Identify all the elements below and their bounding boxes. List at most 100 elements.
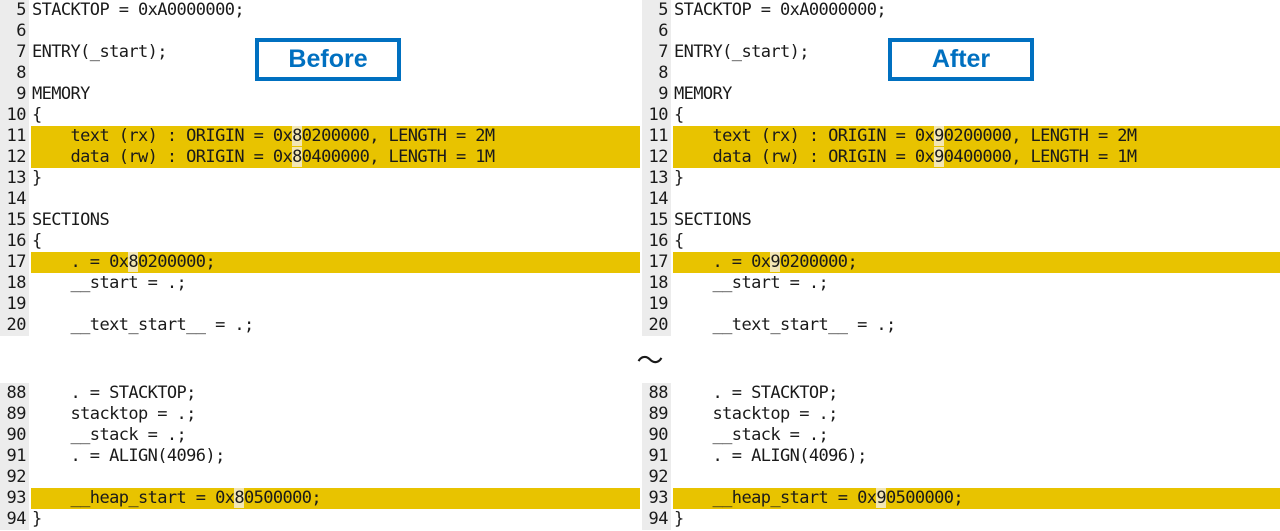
line-number: 90: [0, 425, 29, 446]
gutter-spacer: [29, 105, 31, 126]
code-line-text: [31, 467, 640, 488]
gutter-spacer: [671, 252, 673, 273]
line-number: 14: [642, 189, 671, 210]
code-line-text: __text_start__ = .;: [32, 315, 255, 335]
gutter-spacer: [29, 21, 31, 42]
code-line: 18 __start = .;: [0, 273, 640, 294]
code-line-text: [673, 189, 1280, 210]
code-line: 11 text (rx) : ORIGIN = 0x80200000, LENG…: [0, 126, 640, 147]
code-line-text: }: [674, 509, 684, 529]
code-line: 91 . = ALIGN(4096);: [0, 446, 640, 467]
gutter-spacer: [671, 446, 673, 467]
gutter-spacer: [29, 404, 31, 425]
gutter-spacer: [671, 168, 673, 189]
before-code-panel-bottom: 88 . = STACKTOP;89 stacktop = .;90 __sta…: [0, 383, 640, 531]
code-lines-after-bottom: 88 . = STACKTOP;89 stacktop = .;90 __sta…: [642, 383, 1280, 530]
code-line-text: MEMORY: [32, 84, 90, 104]
line-number: 94: [642, 509, 671, 530]
code-line-text: . = STACKTOP;: [674, 383, 839, 403]
code-line-text: [673, 294, 1280, 315]
after-label-box: After: [888, 38, 1034, 81]
gutter-spacer: [671, 467, 673, 488]
code-line-text: __stack = .;: [32, 425, 187, 445]
code-line: 14: [642, 189, 1280, 210]
code-line: 89 stacktop = .;: [0, 404, 640, 425]
line-number: 8: [642, 63, 671, 84]
code-line: 94}: [0, 509, 640, 530]
before-label-box: Before: [255, 38, 401, 81]
gutter-spacer: [671, 273, 673, 294]
code-line: 20 __text_start__ = .;: [642, 315, 1280, 336]
gutter-spacer: [29, 467, 31, 488]
line-number: 88: [642, 383, 671, 404]
code-line-text: SECTIONS: [674, 210, 752, 230]
gutter-spacer: [671, 147, 673, 168]
line-number: 92: [642, 467, 671, 488]
gutter-spacer: [671, 0, 673, 21]
code-line: 90 __stack = .;: [642, 425, 1280, 446]
gutter-spacer: [671, 425, 673, 446]
line-number: 6: [0, 21, 29, 42]
line-number: 17: [642, 252, 671, 273]
code-line: 17 . = 0x80200000;: [0, 252, 640, 273]
gutter-spacer: [29, 168, 31, 189]
code-line: 10{: [642, 105, 1280, 126]
gutter-spacer: [671, 21, 673, 42]
code-line: 12 data (rw) : ORIGIN = 0x80400000, LENG…: [0, 147, 640, 168]
gutter-spacer: [671, 294, 673, 315]
line-number: 12: [0, 147, 29, 168]
code-line-text: STACKTOP = 0xA0000000;: [32, 0, 245, 20]
line-number: 5: [0, 0, 29, 21]
after-code-panel-bottom: 88 . = STACKTOP;89 stacktop = .;90 __sta…: [642, 383, 1280, 531]
line-number: 6: [642, 21, 671, 42]
code-line: 8: [642, 63, 1280, 84]
after-label-text: After: [931, 45, 991, 73]
changed-digit: 8: [292, 126, 302, 146]
code-line: 11 text (rx) : ORIGIN = 0x90200000, LENG…: [642, 126, 1280, 147]
line-number: 18: [642, 273, 671, 294]
gutter-spacer: [671, 404, 673, 425]
code-line: 93 __heap_start = 0x90500000;: [642, 488, 1280, 509]
line-number: 7: [642, 42, 671, 63]
gutter-spacer: [671, 63, 673, 84]
code-line-text: __stack = .;: [674, 425, 829, 445]
gutter-spacer: [29, 315, 31, 336]
code-line-text: MEMORY: [674, 84, 732, 104]
line-number: 12: [642, 147, 671, 168]
code-line-text: {: [32, 105, 42, 125]
before-label-text: Before: [288, 45, 368, 73]
code-line-text: text (rx) : ORIGIN = 0x80200000, LENGTH …: [31, 126, 640, 147]
changed-digit: 9: [934, 126, 944, 146]
line-number: 94: [0, 509, 29, 530]
gutter-spacer: [671, 509, 673, 530]
code-line: 88 . = STACKTOP;: [642, 383, 1280, 404]
changed-digit: 8: [292, 147, 302, 167]
gutter-spacer: [29, 42, 31, 63]
line-number: 93: [642, 488, 671, 509]
gutter-spacer: [671, 84, 673, 105]
gutter-spacer: [29, 63, 31, 84]
code-line-text: [31, 294, 640, 315]
changed-digit: 8: [234, 488, 245, 508]
code-line-text: }: [32, 509, 42, 529]
code-line-text: }: [32, 168, 42, 188]
line-number: 15: [0, 210, 29, 231]
code-line-text: STACKTOP = 0xA0000000;: [674, 0, 887, 20]
code-line-text: stacktop = .;: [674, 404, 839, 424]
line-number: 93: [0, 488, 29, 509]
code-line-text: {: [32, 231, 42, 251]
code-line-text: . = STACKTOP;: [32, 383, 197, 403]
gutter-spacer: [29, 84, 31, 105]
code-line-text: __start = .;: [674, 273, 829, 293]
gutter-spacer: [671, 105, 673, 126]
line-number: 91: [642, 446, 671, 467]
gutter-spacer: [29, 273, 31, 294]
code-line: 6: [642, 21, 1280, 42]
line-number: 8: [0, 63, 29, 84]
code-line: 94}: [642, 509, 1280, 530]
line-number: 89: [642, 404, 671, 425]
